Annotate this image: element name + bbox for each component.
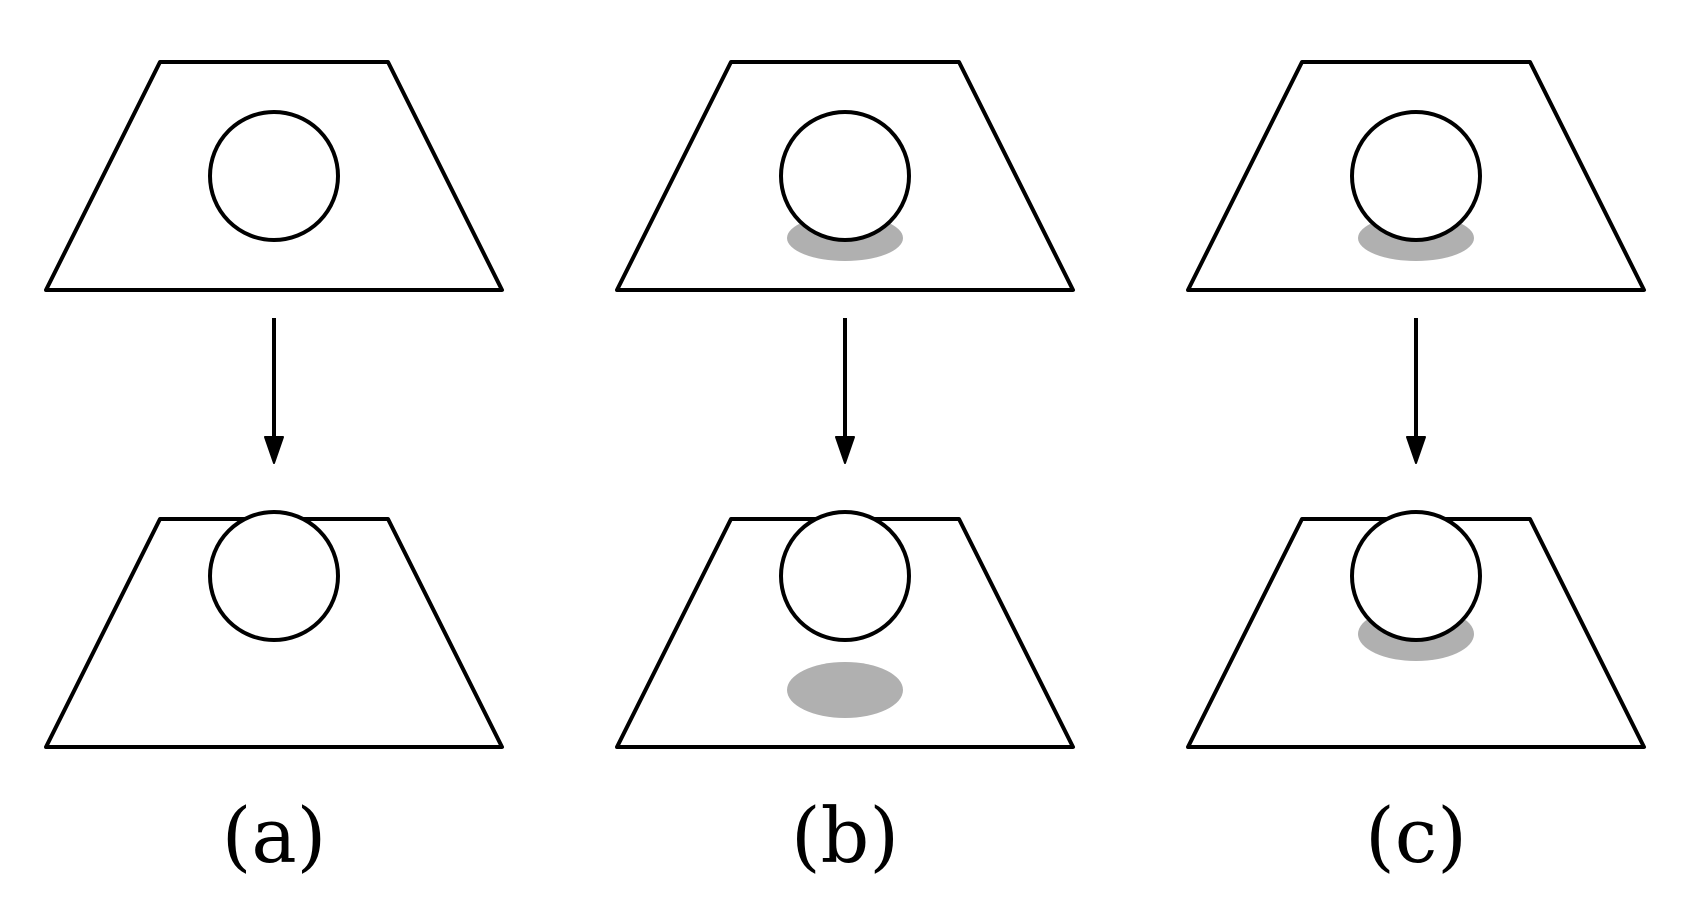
ball-shadow-left-behind xyxy=(787,662,903,718)
arrow-head xyxy=(835,436,855,464)
transition-arrow xyxy=(835,318,855,464)
panel-a: (a) xyxy=(44,60,504,880)
ball xyxy=(779,110,911,242)
scene-after xyxy=(615,510,1075,749)
scene-before xyxy=(1186,60,1646,292)
panel-caption: (a) xyxy=(222,791,327,880)
panel-caption: (b) xyxy=(791,791,899,880)
panel-caption: (c) xyxy=(1365,791,1467,880)
scene-before xyxy=(615,60,1075,292)
scene-after xyxy=(1186,510,1646,749)
ball xyxy=(1350,110,1482,242)
ball xyxy=(208,110,340,242)
ball xyxy=(208,510,340,642)
transition-arrow xyxy=(1406,318,1426,464)
panel-c: (c) xyxy=(1186,60,1646,880)
ball xyxy=(779,510,911,642)
arrow-head xyxy=(1406,436,1426,464)
ball xyxy=(1350,510,1482,642)
scene-before xyxy=(44,60,504,292)
arrow-head xyxy=(264,436,284,464)
scene-after xyxy=(44,510,504,749)
transition-arrow xyxy=(264,318,284,464)
panel-b: (b) xyxy=(615,60,1075,880)
